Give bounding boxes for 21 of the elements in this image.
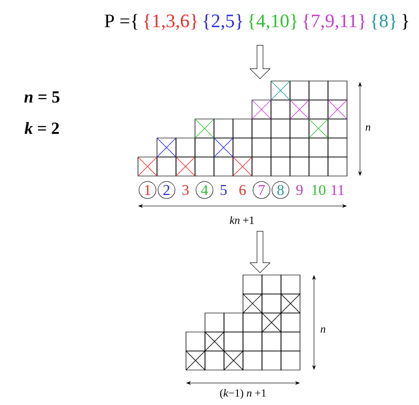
- dimension-label: kn +1: [230, 216, 254, 224]
- number-label: 6: [239, 184, 246, 196]
- hollow-arrow: [250, 230, 270, 274]
- number-label: 5: [220, 185, 227, 195]
- dimension-label: n: [366, 125, 370, 131]
- circled-number: 1: [138, 181, 156, 199]
- number-label: 3: [182, 184, 189, 196]
- dimension-label: (k−1) n +1: [220, 389, 266, 399]
- number-label: 9: [296, 184, 303, 196]
- grid-drawing: [186, 274, 300, 370]
- circled-number: 8: [272, 181, 290, 199]
- circled-number: 2: [158, 181, 176, 199]
- circled-number: 7: [252, 181, 270, 199]
- parameter-label: k = 2: [24, 122, 59, 134]
- number-label: 10: [312, 184, 326, 196]
- hollow-arrow: [250, 45, 270, 80]
- number-label: 11: [332, 185, 344, 195]
- set-formula: P ={ {1,3,6} {2,5} {4,10} {7,9,11} {8} }: [104, 14, 408, 30]
- dimension-label: n: [320, 327, 326, 333]
- parameter-label: n = 5: [24, 91, 60, 103]
- circled-number: 4: [196, 181, 214, 199]
